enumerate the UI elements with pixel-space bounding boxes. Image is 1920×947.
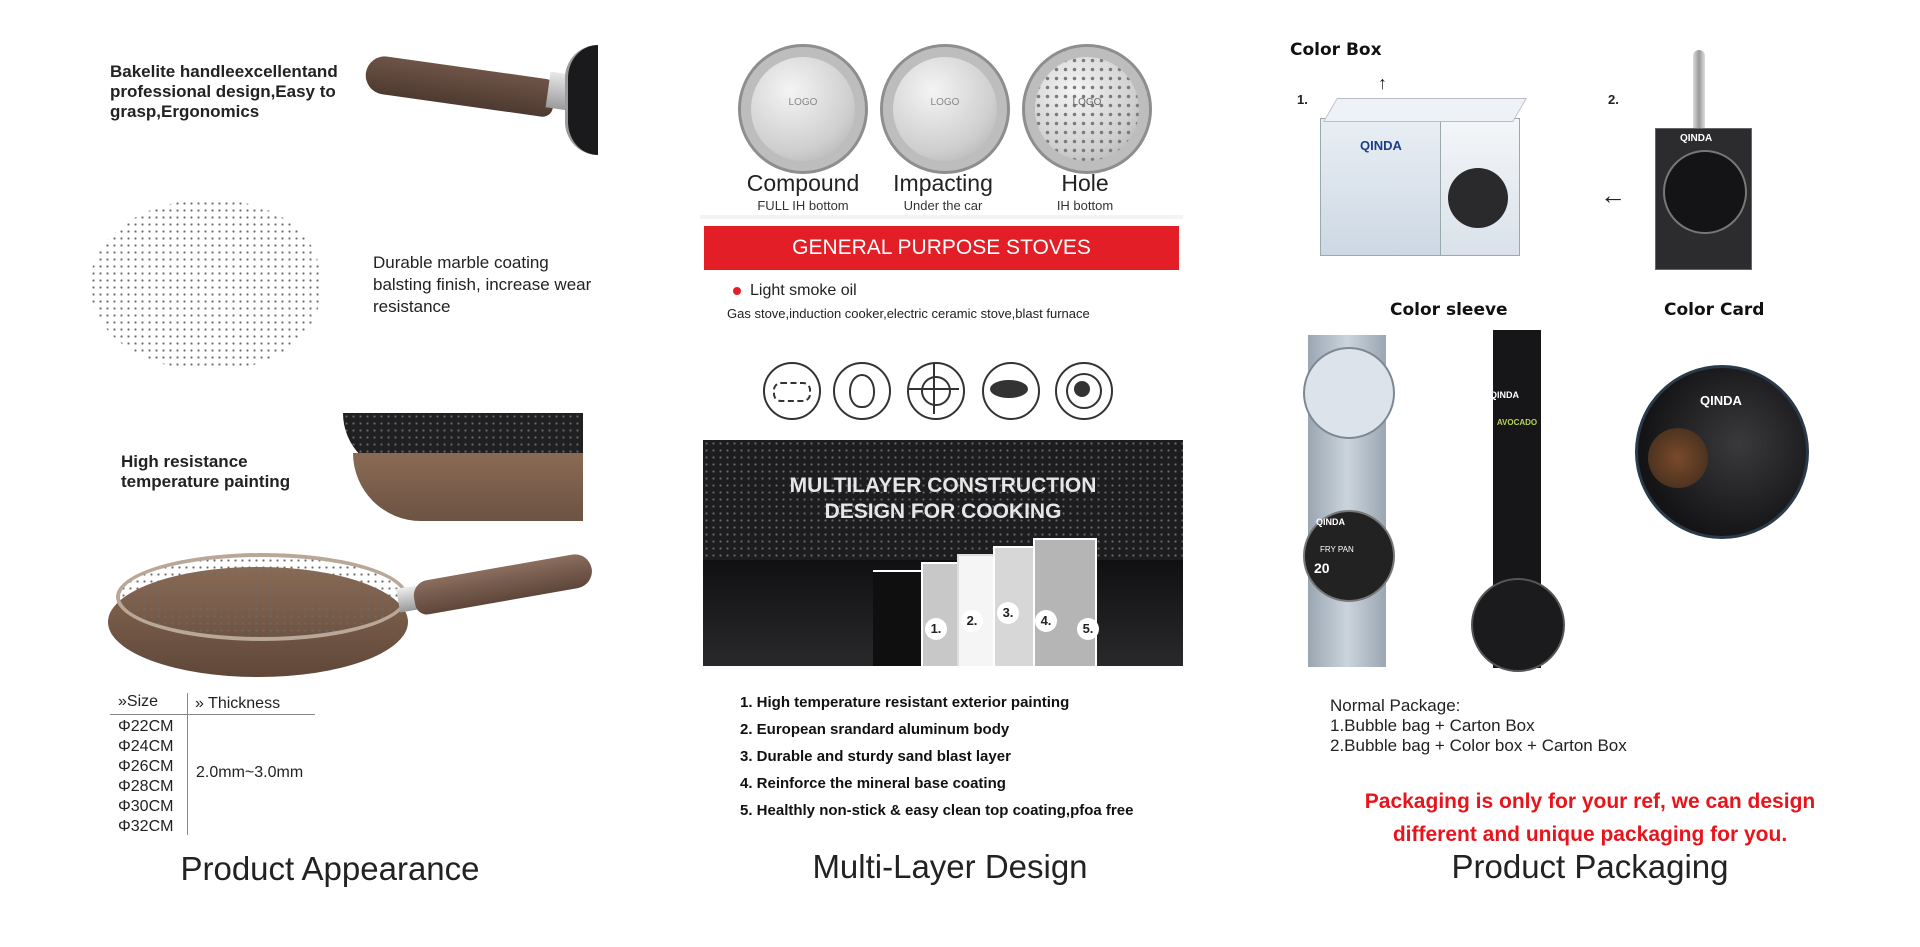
caption-product-appearance: Product Appearance [180, 850, 480, 887]
color-box-image: QINDA [1320, 98, 1527, 258]
list-item: 2. European srandard aluminum body [740, 721, 1010, 738]
handle-feature-text: Bakelite handleexcellentand professional… [110, 62, 338, 121]
logo-text: LOGO [1072, 97, 1102, 108]
size-value: Φ24CM [118, 738, 174, 755]
list-item: 1. High temperature resistant exterior p… [740, 694, 1070, 711]
thickness-value: 2.0mm~3.0mm [196, 764, 304, 781]
compound-bottom-image: LOGO [738, 44, 868, 174]
gas-burner-icon [907, 362, 965, 420]
impacting-label: Impacting [893, 170, 993, 196]
item-number: 2. [1608, 92, 1619, 107]
multilayer-construction-image: MULTILAYER CONSTRUCTION DESIGN FOR COOKI… [703, 440, 1183, 666]
layer-description-list: 1. High temperature resistant exterior p… [740, 694, 1133, 829]
size-value: Φ26CM [118, 758, 174, 775]
brand-logo: QINDA [1680, 133, 1713, 144]
size-value: Φ32CM [118, 818, 174, 835]
general-purpose-stoves-banner: GENERAL PURPOSE STOVES [704, 226, 1179, 270]
pan-handle-image [363, 45, 598, 155]
flame-icon [833, 362, 891, 420]
color-sleeve-image: QINDA AVOCADO [1471, 330, 1565, 672]
induction-coil-icon [763, 362, 821, 420]
sleeve-size: 20 [1314, 560, 1330, 576]
light-smoke-text: Light smoke oil [750, 282, 857, 299]
size-header: »Size [118, 693, 159, 710]
layer-number: 3. [997, 602, 1019, 624]
size-value: Φ30CM [118, 798, 174, 815]
item-number: 1. [1297, 92, 1308, 107]
normal-package-title: Normal Package: [1330, 696, 1461, 715]
painting-closeup-image [343, 413, 583, 521]
normal-package-block: Normal Package: 1.Bubble bag + Carton Bo… [1330, 696, 1627, 756]
layer-number: 1. [925, 618, 947, 640]
caption-multilayer-design: Multi-Layer Design [812, 848, 1088, 885]
impacting-sublabel: Under the car [903, 198, 983, 213]
impacting-bottom-image: LOGO [880, 44, 1010, 174]
ceramic-plate-icon [982, 362, 1040, 420]
list-item: 4. Reinforce the mineral base coating [740, 775, 1006, 792]
window-box-image: QINDA [1655, 50, 1755, 270]
hole-label: Hole [1061, 170, 1109, 196]
layer-number: 2. [961, 610, 983, 632]
size-list: Φ22CM Φ24CM Φ26CM Φ28CM Φ30CM Φ32CM [118, 717, 173, 837]
packaging-notice-line-1: Packaging is only for your ref, we can d… [1364, 790, 1816, 813]
size-value: Φ22CM [118, 718, 174, 735]
layer-number: 5. [1077, 618, 1099, 640]
packaging-notice-line-2: different and unique packaging for you. [1392, 823, 1788, 846]
list-item: 3. Durable and sturdy sand blast layer [740, 748, 1011, 765]
frying-pan-image [108, 547, 595, 677]
logo-text: LOGO [788, 97, 818, 108]
hole-sublabel: IH bottom [1056, 198, 1114, 213]
size-value: Φ28CM [118, 778, 174, 795]
brand-logo: QINDA [1360, 138, 1402, 153]
thickness-header: » Thickness [195, 695, 281, 712]
color-box-title: Color Box [1290, 40, 1382, 60]
brand-logo: QINDA [1490, 390, 1519, 400]
arrow-up-icon: ↑ [1378, 73, 1387, 93]
compound-label: Compound [746, 170, 860, 196]
layer-number: 4. [1035, 610, 1057, 632]
caption-product-packaging: Product Packaging [1451, 848, 1729, 885]
color-sleeve-title: Color sleeve [1390, 300, 1508, 320]
list-item: 5. Healthly non-stick & easy clean top c… [740, 802, 1134, 819]
normal-package-option: 1.Bubble bag + Carton Box [1330, 716, 1535, 735]
sleeve-label: FRY PAN [1320, 545, 1354, 554]
compound-sublabel: FULL IH bottom [757, 198, 849, 213]
normal-package-option: 2.Bubble bag + Color box + Carton Box [1330, 736, 1627, 755]
brand-logo: QINDA [1700, 393, 1742, 408]
sleeve-label: AVOCADO [1496, 418, 1538, 427]
construction-title-line-1: MULTILAYER CONSTRUCTION [789, 474, 1097, 497]
painting-feature-text: High resistance temperature painting [121, 452, 291, 491]
logo-text: LOGO [930, 97, 960, 108]
color-card-title: Color Card [1664, 300, 1765, 320]
electric-hob-icon [1055, 362, 1113, 420]
arrow-left-icon: ← [1600, 180, 1626, 210]
bullet-dot [733, 287, 741, 295]
size-table: »Size » Thickness Φ22CM Φ24CM Φ26CM Φ28C… [110, 693, 590, 835]
construction-title-line-2: DESIGN FOR COOKING [824, 500, 1062, 523]
packaging-notice: Packaging is only for your ref, we can d… [1300, 785, 1880, 851]
marble-coating-image [90, 200, 320, 370]
stove-types-text: Gas stove,induction cooker,electric cera… [727, 306, 1090, 321]
coating-feature-text: Durable marble coating balsting finish, … [373, 253, 592, 316]
hole-bottom-image: LOGO [1022, 44, 1152, 174]
color-sleeve-image: QINDA FRY PAN 20 [1303, 335, 1395, 667]
color-card-image: QINDA [1635, 365, 1809, 539]
brand-logo: QINDA [1316, 517, 1345, 527]
